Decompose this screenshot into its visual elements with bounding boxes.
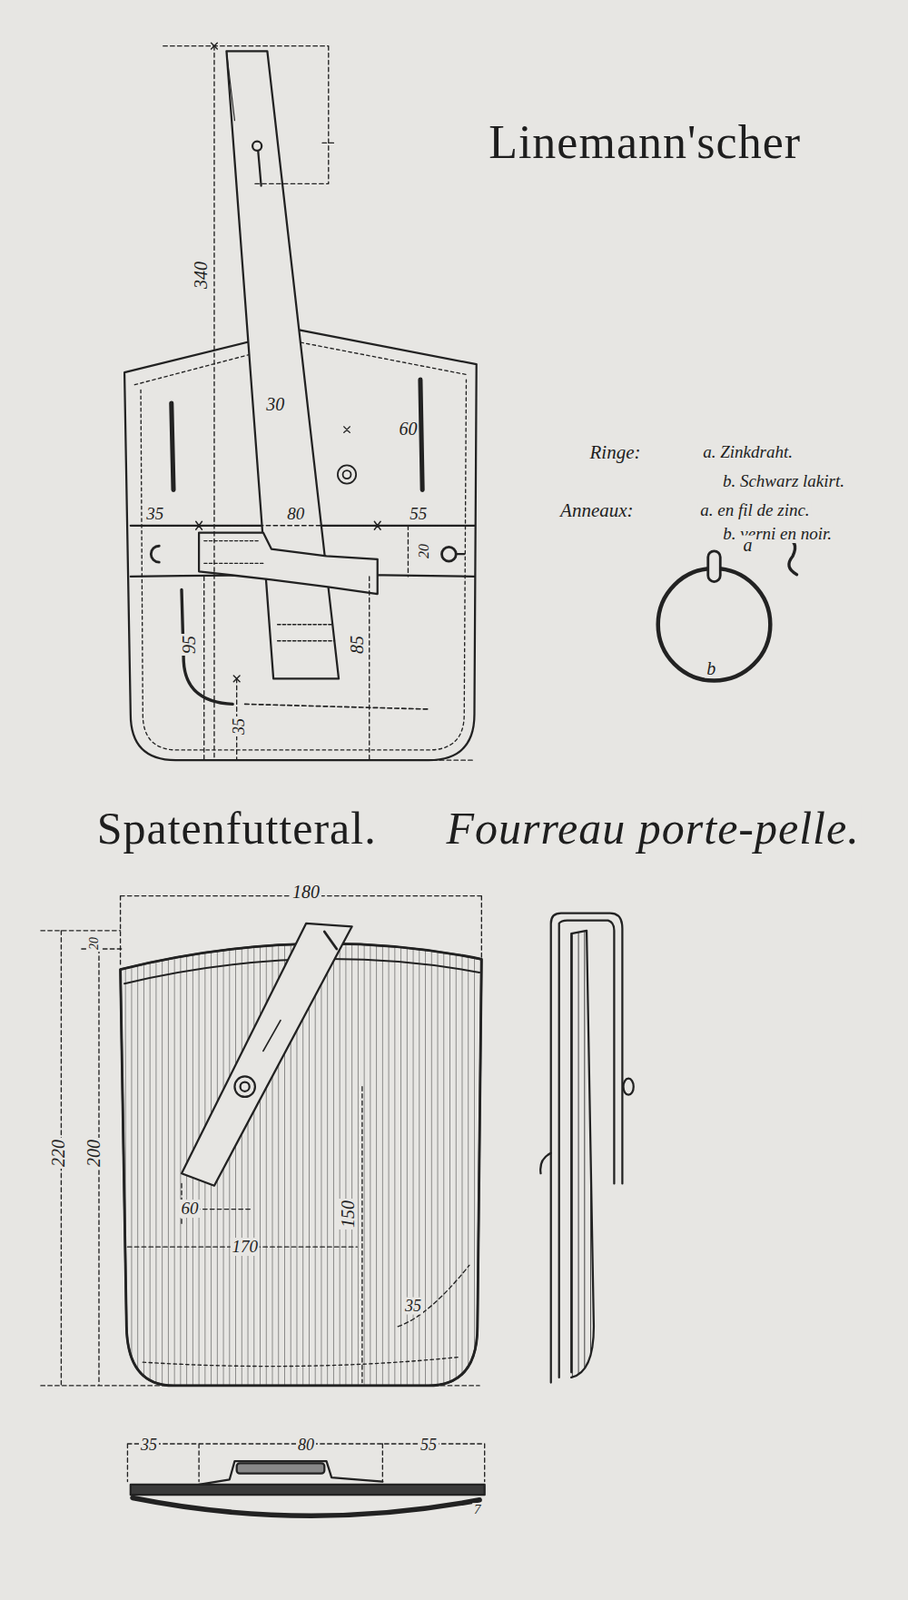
dimension: 35 [144,504,166,524]
callout-letter: b [704,658,718,678]
ring-figure [708,551,721,583]
strap [198,532,378,594]
case-side-view [540,1153,552,1174]
strap [277,624,336,642]
callout-letter: a [741,535,755,555]
case-front [181,923,353,1186]
legend-heading: Ringe: [588,442,643,463]
dimension: 200 [84,1137,104,1169]
strap [226,50,235,120]
legend-entry: a. en fil de zinc. [698,501,811,520]
flap-pattern [455,552,464,555]
flap-pattern [343,470,352,479]
dimension: 85 [347,633,367,656]
flap-pattern [337,464,356,484]
case-section [130,1460,485,1516]
dimension: 55 [407,504,429,524]
case-front [234,1075,255,1096]
dimension: 150 [338,1198,358,1230]
legend-entry: b. verni en noir. [720,524,834,543]
dimension-lines [204,576,475,760]
dimension: 95 [178,633,198,656]
flap-pattern [150,545,159,563]
dimension-lines [163,46,336,761]
case-front [240,1082,250,1092]
case-section [236,1462,326,1473]
dimension-lines [40,930,480,1386]
case-side-view [571,930,594,1378]
case-section [132,1498,480,1517]
dimension: 220 [49,1137,69,1169]
flap-pattern [442,546,457,562]
case-section [198,1460,383,1485]
strap [204,541,264,564]
dimension-lines [130,46,475,761]
case-front [324,931,336,949]
dimension-ticks [211,42,240,681]
legend-heading: Anneaux: [558,500,635,521]
legend-entry: a. Zinkdraht. [700,443,795,462]
ring-figure [658,568,771,681]
case-front [142,1356,459,1366]
case-side-view [551,913,623,1383]
dimension: 35 [138,1436,159,1454]
dimension: 80 [296,1436,316,1454]
dimension: 80 [285,504,306,524]
dimension-lines [127,1086,362,1383]
dimension: 60 [178,1199,200,1218]
dimension: 180 [290,882,322,902]
dimension-lines [40,896,482,1386]
case-side-view [540,913,634,1383]
case-front [263,1020,281,1052]
caption-fr: Fourreau porte-pelle. [444,804,862,853]
case-front [112,917,491,1398]
flap-pattern [245,703,429,710]
case-front [112,917,491,1398]
strap [198,50,378,679]
dimension: 55 [418,1436,439,1454]
dimension: 340 [191,259,211,291]
legend-entry: b. Schwarz lakirt. [720,472,847,491]
case-side-view [623,1078,634,1096]
dimension: 35 [229,716,247,737]
dimension: 20 [88,935,102,952]
dimension: 20 [416,542,433,561]
dimension-ticks [196,42,381,681]
dimension-lines [120,896,483,968]
ring-figure [658,538,798,681]
dimension: 170 [229,1237,260,1256]
dimension: 30 [264,394,287,414]
case-section [130,1484,485,1495]
flap-pattern [344,426,351,434]
dimension-lines [397,1264,470,1326]
strap [257,150,261,186]
dimension: 7 [472,1502,484,1518]
case-side-view [559,920,615,1378]
dimension: 35 [403,1297,424,1315]
strap [252,141,262,151]
dimension-lines [130,525,475,577]
ring-figure [785,538,797,574]
caption-de: Spatenfutteral. [95,804,379,853]
spade-case-illustration [40,42,798,1516]
dimension: 60 [396,418,419,438]
title: Linemann'scher [486,118,803,168]
